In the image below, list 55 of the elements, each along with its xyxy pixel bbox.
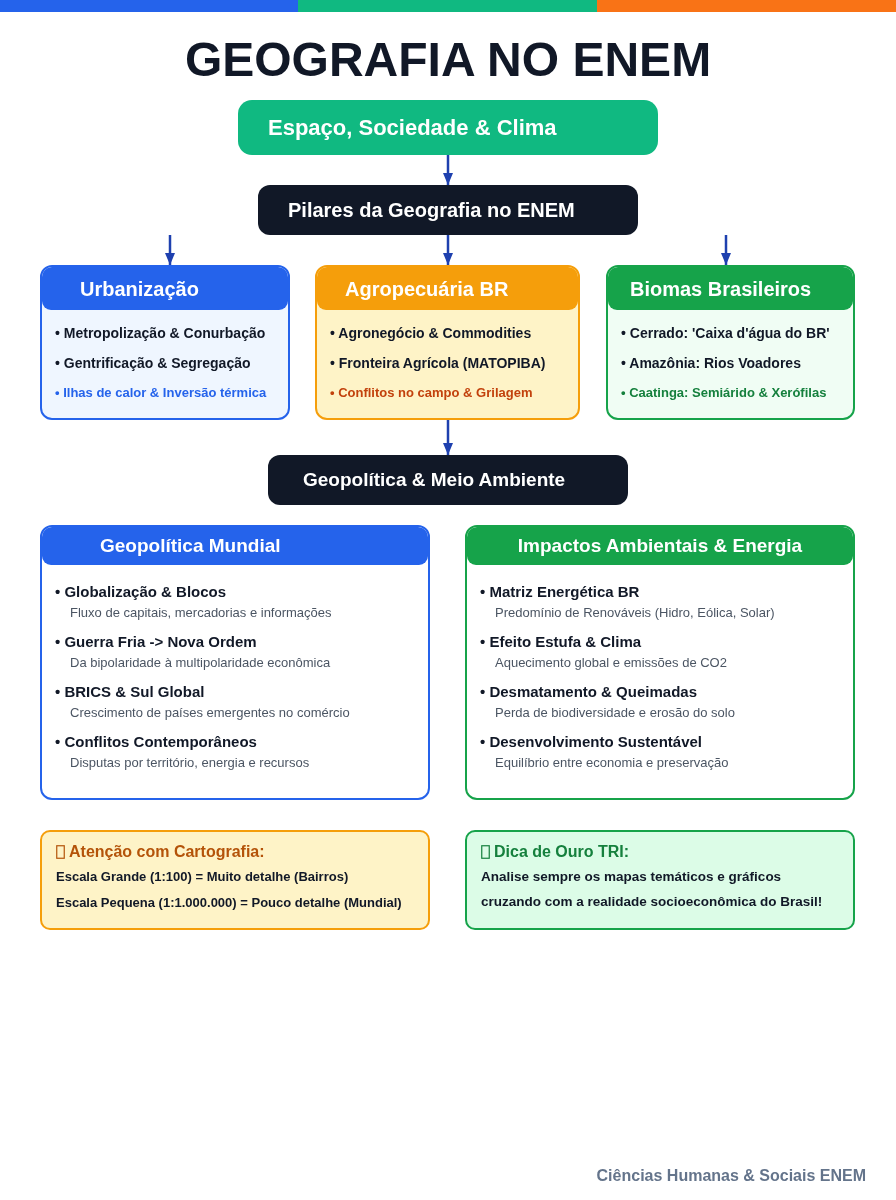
arrow	[443, 420, 453, 455]
topic-title: • Conflitos Contemporâneos	[55, 732, 257, 752]
card-header: Urbanização	[42, 267, 288, 310]
topic-card	[606, 265, 855, 420]
topic-description: Aquecimento global e emissões de CO2	[495, 654, 727, 672]
box-heading: Pilares da Geografia no ENEM	[288, 198, 575, 223]
tip-text: Escala Grande (1:100) = Muito detalhe (Bairros)	[56, 868, 350, 886]
topic-description: Perda de biodiversidade e erosão do solo	[495, 704, 735, 722]
box-heading: Geopolítica & Meio Ambiente	[303, 468, 566, 492]
topic-title: • Efeito Estufa & Clima	[480, 632, 642, 652]
topic-title: • Desenvolvimento Sustentável	[480, 732, 702, 752]
topic-box	[238, 100, 658, 155]
tip-heading: Atenção com Cartografia:	[69, 842, 265, 862]
list-item: • Caatinga: Semiárido & Xerófilas	[621, 384, 827, 402]
card-header: Biomas Brasileiros	[608, 267, 853, 310]
topic-description: Equilíbrio entre economia e preservação	[495, 754, 729, 772]
page-title: GEOGRAFIA NO ENEM	[184, 32, 712, 88]
card-header: Impactos Ambientais & Energia	[467, 527, 853, 565]
topic-description: Predomínio de Renováveis (Hidro, Eólica, Solar)	[495, 604, 775, 622]
list-item: • Conflitos no campo & Grilagem	[330, 384, 533, 402]
arrow	[443, 155, 453, 185]
arrow	[165, 235, 175, 265]
tip-box	[465, 830, 855, 930]
topic-title: • Desmatamento & Queimadas	[480, 682, 697, 702]
topic-card	[40, 525, 430, 800]
arrow	[721, 235, 731, 265]
list-item: • Cerrado: 'Caixa d'água do BR'	[621, 324, 830, 343]
topic-description: Crescimento de países emergentes no comércio	[70, 704, 350, 722]
tip-box	[40, 830, 430, 930]
arrow	[443, 235, 453, 265]
list-item: • Fronteira Agrícola (MATOPIBA)	[330, 354, 546, 373]
topic-card	[465, 525, 855, 800]
topic-title: • Globalização & Blocos	[55, 582, 227, 602]
list-item: • Agronegócio & Commodities	[330, 324, 532, 343]
section-box	[258, 185, 638, 235]
tip-text: Analise sempre os mapas temáticos e gráficos cruzando com a realidade socioeconômica do Brasil!	[481, 868, 824, 911]
card-header: Geopolítica Mundial	[42, 527, 428, 565]
box-heading: Espaço, Sociedade & Clima	[268, 113, 557, 142]
topic-description: Fluxo de capitais, mercadorias e informações	[70, 604, 332, 622]
topic-title: • Guerra Fria -> Nova Ordem	[55, 632, 257, 652]
list-item: • Amazônia: Rios Voadores	[621, 354, 801, 373]
topic-card	[315, 265, 580, 420]
topic-description: Da bipolaridade à multipolaridade econômica	[70, 654, 331, 672]
list-item: • Gentrificação & Segregação	[55, 354, 251, 373]
list-item: • Ilhas de calor & Inversão térmica	[55, 384, 267, 402]
topic-description: Disputas por território, energia e recursos	[70, 754, 310, 772]
tip-heading: Dica de Ouro TRI:	[494, 842, 630, 862]
footer-text: Ciências Humanas & Sociais ENEM	[596, 1166, 866, 1186]
topic-title: • BRICS & Sul Global	[55, 682, 205, 702]
card-header: Agropecuária BR	[317, 267, 578, 310]
list-item: • Metropolização & Conurbação	[55, 324, 266, 343]
topic-card	[40, 265, 290, 420]
tip-text: Escala Pequena (1:1.000.000) = Pouco detalhe (Mundial)	[56, 894, 403, 912]
topic-title: • Matriz Energética BR	[480, 582, 640, 602]
section-box	[268, 455, 628, 505]
